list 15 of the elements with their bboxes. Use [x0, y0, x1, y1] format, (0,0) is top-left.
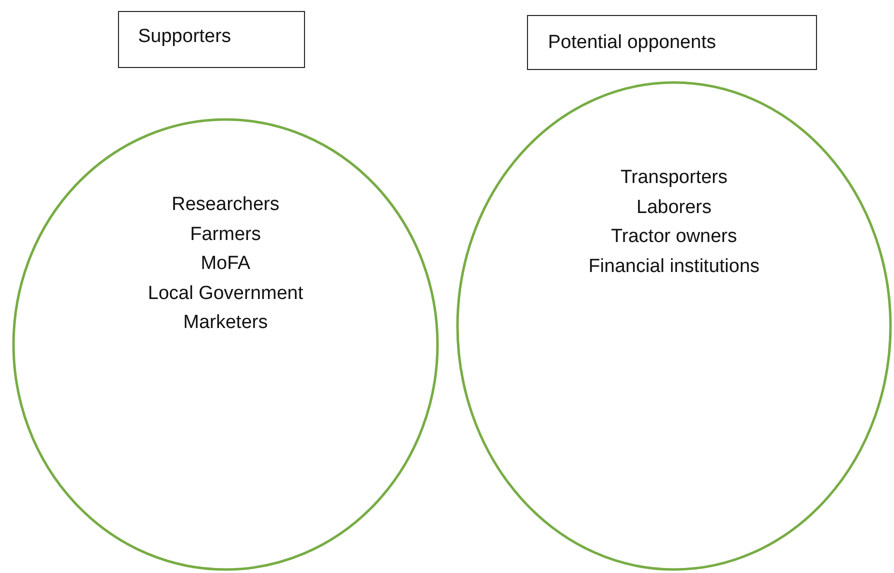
stakeholder-name: Tractor owners	[611, 225, 737, 249]
stakeholder-name: Farmers	[190, 222, 261, 246]
group-ellipse	[12, 118, 439, 571]
stakeholder-name: Laborers	[636, 196, 712, 220]
group-ellipse	[456, 81, 892, 571]
stakeholder-name: MoFA	[200, 252, 250, 276]
stakeholder-name: Financial institutions	[588, 254, 760, 278]
stakeholder-name: Transporters	[620, 166, 728, 190]
label-box	[118, 11, 305, 68]
label-box	[527, 15, 817, 70]
stakeholder-name: Marketers	[183, 311, 268, 335]
group-heading: Supporters	[138, 26, 231, 48]
group-heading: Potential opponents	[548, 32, 716, 54]
stakeholder-name: Researchers	[172, 193, 280, 217]
stakeholder-name: Local Government	[148, 282, 304, 306]
